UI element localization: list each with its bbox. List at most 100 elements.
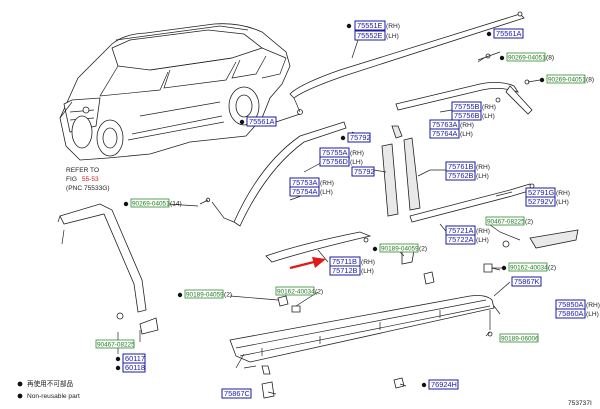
svg-text:90467-08225: 90467-08225 <box>487 219 525 226</box>
svg-text:75764A: 75764A <box>432 129 458 138</box>
callout-75756D[interactable]: 75756D (LH) <box>319 156 363 167</box>
std-part-90189-04059-a[interactable]: 90189-04059 (2) <box>372 243 427 253</box>
vehicle-illustration <box>59 23 291 161</box>
svg-text:(RH): (RH) <box>386 23 400 30</box>
svg-text:(LH): (LH) <box>320 189 333 196</box>
svg-text:75860A: 75860A <box>558 309 584 318</box>
callout-75561A-left[interactable]: 75561A <box>239 116 277 127</box>
svg-text:(14): (14) <box>170 201 182 208</box>
svg-text:90269-04051: 90269-04051 <box>508 55 546 62</box>
callout-75552E[interactable]: 75552E (LH) <box>354 30 399 41</box>
svg-text:75722A: 75722A <box>448 235 474 244</box>
belt-moulding-rear <box>409 183 535 223</box>
rocker-moulding <box>229 295 495 375</box>
std-part-90269-04051-c[interactable]: 90269-04051 (14) <box>123 198 182 208</box>
callout-60118[interactable]: 60118 <box>115 362 146 373</box>
svg-text:75561A: 75561A <box>249 117 275 126</box>
svg-text:75711B: 75711B <box>332 257 357 266</box>
fastener-clips <box>116 240 510 399</box>
svg-text:(2): (2) <box>548 265 556 272</box>
legend: 再使用不可部品 Non-reusable part <box>17 379 80 400</box>
std-part-90467-08225-a[interactable]: 90467-08225 (2) <box>485 216 533 226</box>
windshield-moulding <box>57 203 147 313</box>
callout-75712B[interactable]: 75712B (LH) <box>329 265 374 276</box>
svg-text:(2): (2) <box>419 246 427 253</box>
callout-75753A[interactable]: 75753A (RH) <box>289 177 334 188</box>
svg-text:(LH): (LH) <box>361 268 374 275</box>
svg-text:75763A: 75763A <box>432 120 458 129</box>
callout-75551E[interactable]: 75551E (RH) <box>346 20 400 31</box>
svg-text:Non-reusable part: Non-reusable part <box>27 393 80 400</box>
callout-52792V[interactable]: 52792V (LH) <box>525 196 569 207</box>
std-part-90467-08225-b[interactable]: 90467-08225 <box>95 339 135 349</box>
fig-link[interactable]: 55-53 <box>82 176 99 183</box>
callout-75792-b[interactable]: 75792 <box>351 166 375 177</box>
callout-75711B[interactable]: 75711B (RH) <box>329 256 375 267</box>
callout-60117[interactable]: 60117 <box>115 353 146 364</box>
svg-text:(LH): (LH) <box>476 173 489 180</box>
svg-text:90189-06006: 90189-06006 <box>501 336 539 343</box>
std-part-90269-04051-a[interactable]: 90269-04051 (8) <box>499 52 554 62</box>
callout-75867K[interactable]: 75867K <box>511 276 542 287</box>
callout-75721A[interactable]: 75721A (RH) <box>445 225 490 236</box>
callout-75763A[interactable]: 75763A (RH) <box>429 119 474 130</box>
svg-text:75761B: 75761B <box>448 162 474 171</box>
svg-text:75755B: 75755B <box>454 102 480 111</box>
callout-75762B[interactable]: 75762B (LH) <box>445 170 489 181</box>
callout-75850A[interactable]: 75850A (RH) <box>555 299 600 310</box>
callout-75761B[interactable]: 75761B (RH) <box>445 161 490 172</box>
callout-75764A[interactable]: 75764A (LH) <box>429 128 473 139</box>
svg-text:(RH): (RH) <box>482 104 496 111</box>
callout-75754A[interactable]: 75754A (LH) <box>289 186 333 197</box>
svg-text:REFER TO: REFER TO <box>66 167 99 174</box>
pillar-garnishes <box>381 125 421 217</box>
svg-text:90162-40034: 90162-40034 <box>510 265 548 272</box>
svg-text:(RH): (RH) <box>476 228 490 235</box>
callout-75756B[interactable]: 75756B (LH) <box>451 110 495 121</box>
std-part-90189-06006[interactable]: 90189-06006 <box>499 333 539 343</box>
svg-text:(LH): (LH) <box>482 113 495 120</box>
callout-75561A-top[interactable]: 75561A <box>486 28 524 39</box>
std-part-90269-04051-b[interactable]: 90269-04051 (8) <box>539 74 594 84</box>
svg-text:75792: 75792 <box>350 133 371 142</box>
callout-75792-a[interactable]: 75792 <box>340 132 371 143</box>
belt-moulding-front <box>265 231 372 263</box>
svg-text:76924H: 76924H <box>431 380 457 389</box>
svg-text:(2): (2) <box>315 289 323 296</box>
svg-text:FIG 55-53: FIG 55-53 <box>66 176 99 183</box>
callout-75755A[interactable]: 75755A (RH) <box>319 147 364 158</box>
callout-52791G[interactable]: 52791G (RH) <box>525 187 570 198</box>
svg-text:52791G: 52791G <box>528 188 555 197</box>
svg-text:(RH): (RH) <box>320 180 334 187</box>
svg-text:75753A: 75753A <box>292 178 318 187</box>
callout-75860A[interactable]: 75860A (LH) <box>555 308 599 319</box>
svg-text:(8): (8) <box>546 55 554 62</box>
svg-text:75755A: 75755A <box>322 148 348 157</box>
std-part-90162-40034-b[interactable]: 90162-40034 (2) <box>275 286 323 296</box>
refer-note: REFER TO FIG 55-53 (PNC 75533G) <box>66 167 110 192</box>
svg-text:(RH): (RH) <box>350 150 364 157</box>
rear-quarter-moulding <box>529 229 579 249</box>
svg-text:(RH): (RH) <box>361 259 375 266</box>
svg-text:(RH): (RH) <box>460 122 474 129</box>
svg-text:75867C: 75867C <box>224 389 251 398</box>
std-part-90162-40034-a[interactable]: 90162-40034 (2) <box>501 262 556 272</box>
svg-text:(2): (2) <box>525 219 533 226</box>
svg-text:90189-04059: 90189-04059 <box>381 246 419 253</box>
svg-text:90162-40034: 90162-40034 <box>277 289 315 296</box>
svg-text:(LH): (LH) <box>586 311 599 318</box>
callout-75867C[interactable]: 75867C <box>221 388 252 399</box>
svg-text:(PNC 75533G): (PNC 75533G) <box>66 185 110 192</box>
callout-75722A[interactable]: 75722A (LH) <box>445 234 489 245</box>
highlight-arrow <box>289 257 326 270</box>
svg-text:(RH): (RH) <box>556 190 570 197</box>
diagram-id: 753737I <box>568 400 592 407</box>
callout-76924H[interactable]: 76924H <box>421 379 459 390</box>
std-part-90189-04059-b[interactable]: 90189-04059 (2) <box>177 289 232 299</box>
callout-75755B[interactable]: 75755B (RH) <box>451 101 496 112</box>
svg-text:52792V: 52792V <box>528 197 554 206</box>
svg-text:90269-04051: 90269-04051 <box>132 201 170 208</box>
svg-text:(LH): (LH) <box>460 131 473 138</box>
svg-text:(RH): (RH) <box>476 164 490 171</box>
svg-text:(RH): (RH) <box>586 302 600 309</box>
